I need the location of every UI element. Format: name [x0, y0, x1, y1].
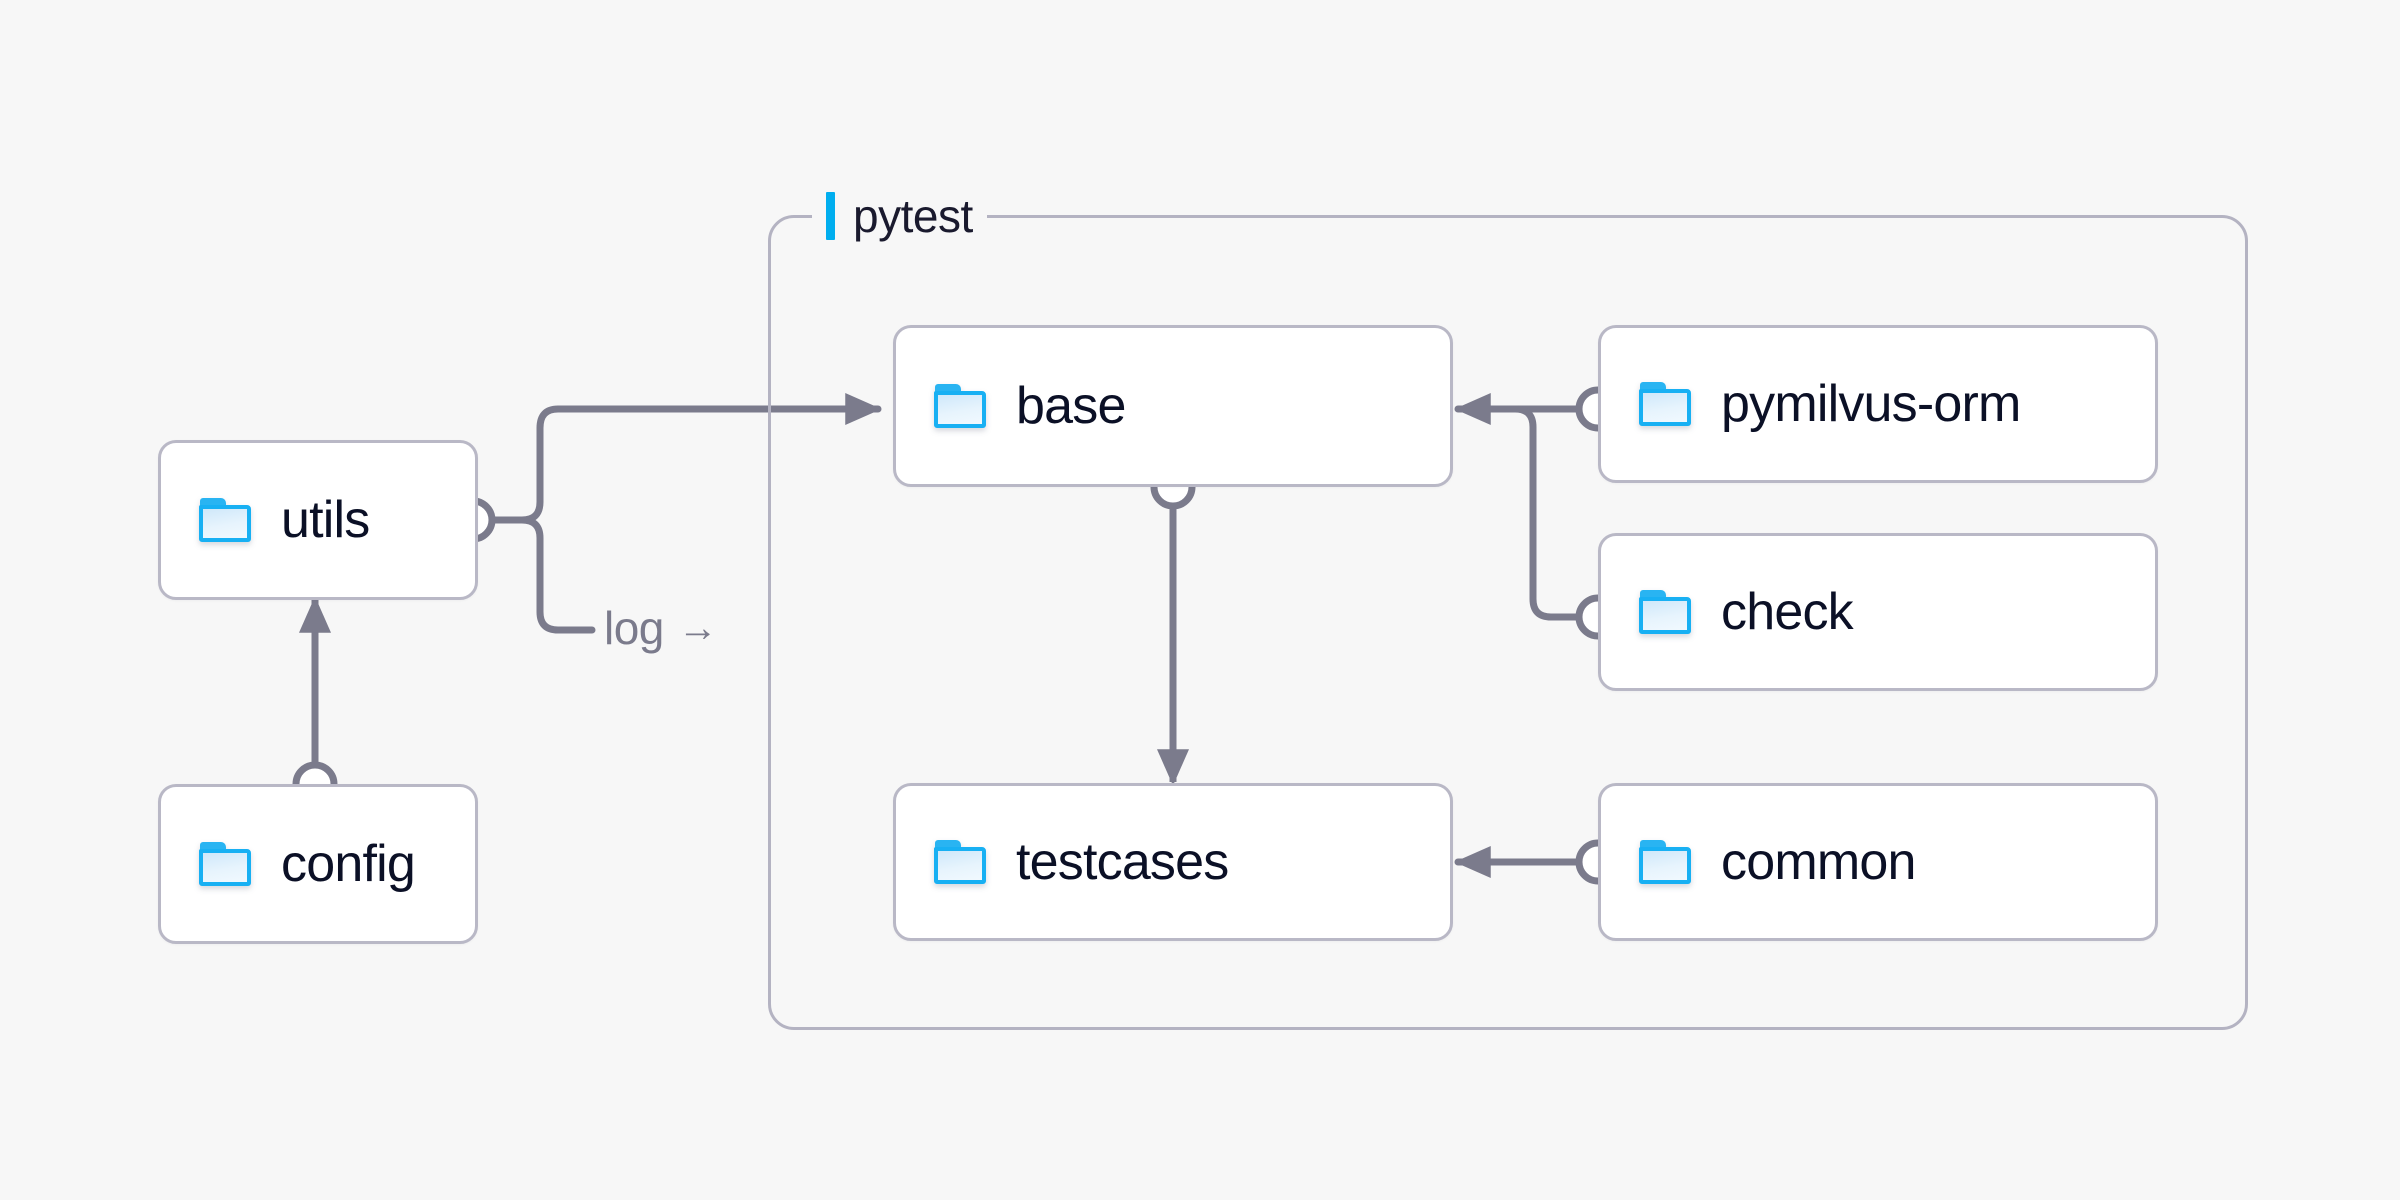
node-label-common: common — [1721, 833, 1916, 891]
node-base[interactable]: base — [893, 325, 1453, 487]
edge-label-log: log → — [604, 602, 718, 654]
folder-icon — [934, 840, 986, 884]
node-label-utils: utils — [281, 491, 370, 549]
group-title-text: pytest — [853, 190, 973, 242]
node-common[interactable]: common — [1598, 783, 2158, 941]
group-accent-bar — [826, 192, 835, 240]
node-label-testcases: testcases — [1016, 833, 1229, 891]
node-label-pymilvus-orm: pymilvus-orm — [1721, 375, 2021, 433]
node-label-check: check — [1721, 583, 1854, 641]
folder-icon — [199, 842, 251, 886]
folder-icon — [1639, 840, 1691, 884]
node-check[interactable]: check — [1598, 533, 2158, 691]
folder-icon — [199, 498, 251, 542]
node-utils[interactable]: utils — [158, 440, 478, 600]
node-label-base: base — [1016, 377, 1126, 435]
node-config[interactable]: config — [158, 784, 478, 944]
edge-utils-to-log — [488, 516, 596, 634]
pytest-group-container — [768, 215, 2248, 1030]
pytest-group-label: pytest — [812, 190, 987, 242]
folder-icon — [1639, 382, 1691, 426]
node-testcases[interactable]: testcases — [893, 783, 1453, 941]
arrow-right-icon: → — [677, 606, 718, 650]
edge-config-to-utils — [292, 596, 338, 807]
folder-icon — [1639, 590, 1691, 634]
edge-label-log-text: log — [604, 602, 664, 654]
node-label-config: config — [281, 835, 416, 893]
node-pymilvus-orm[interactable]: pymilvus-orm — [1598, 325, 2158, 483]
folder-icon — [934, 384, 986, 428]
